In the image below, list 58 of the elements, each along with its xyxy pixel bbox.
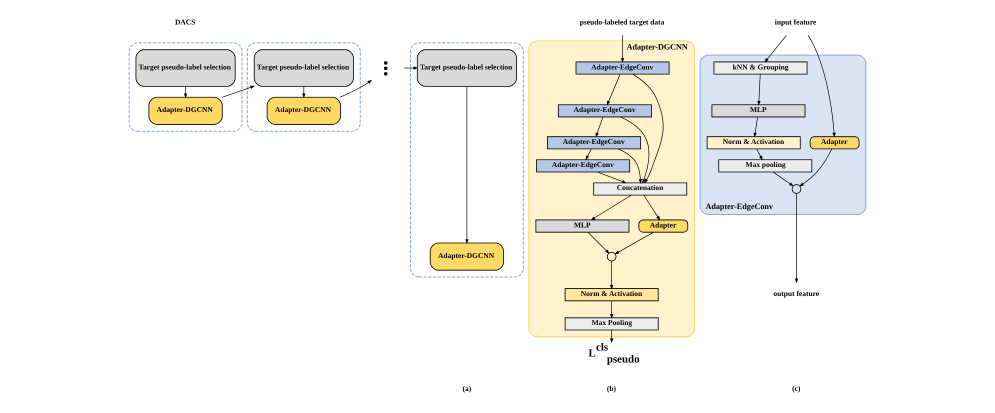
node-box: Concatenation <box>593 182 688 196</box>
arrow <box>643 194 660 221</box>
node-box: Adapter-DGCNN <box>266 96 341 125</box>
arrow <box>597 172 627 184</box>
label: DACS <box>175 17 196 26</box>
arrow <box>808 35 836 138</box>
node-box: Adapter-EdgeConv <box>536 159 630 172</box>
node-text: pseudo-labeled target data <box>580 17 664 26</box>
cluster <box>128 42 242 132</box>
arrow <box>590 194 632 220</box>
arrow <box>586 148 592 160</box>
node-box: MLP <box>712 104 806 118</box>
cluster <box>246 42 361 132</box>
node-box: MLP <box>536 220 630 233</box>
arrow <box>222 86 256 98</box>
node-circle <box>792 184 802 194</box>
node-box: Adapter-DGCNN <box>430 242 504 271</box>
node-text: input feature <box>774 17 816 26</box>
cluster <box>410 42 524 278</box>
node-box: Norm & Activation <box>564 288 659 302</box>
node-box: Max Pooling <box>564 317 659 330</box>
arrow <box>610 260 614 290</box>
arrow <box>799 148 832 187</box>
node-box: Target pseudo-label selection <box>416 49 517 87</box>
node-box: Adapter <box>810 136 860 150</box>
arrow <box>606 74 620 106</box>
arrow <box>632 74 664 184</box>
node-circle <box>606 252 616 262</box>
node-box: Adapter <box>638 220 688 233</box>
arrow <box>620 116 650 184</box>
arrow <box>757 74 761 106</box>
arrow <box>756 148 763 160</box>
label: (c) <box>792 384 800 394</box>
arrow <box>620 35 624 63</box>
node-box: Adapter-EdgeConv <box>558 104 652 118</box>
node-box: Adapter-DGCNN <box>148 96 223 125</box>
node-box: Target pseudo-label selection <box>254 49 354 87</box>
arrow <box>610 300 614 319</box>
arrow <box>794 193 798 284</box>
arrow <box>184 86 188 98</box>
node-box: Norm & Activation <box>706 136 801 150</box>
node-box: Adapter-EdgeConv <box>547 136 641 150</box>
node-box: Max pooling <box>718 159 812 172</box>
arrow <box>588 232 610 254</box>
node-box: Adapter-EdgeConv <box>576 62 670 75</box>
arrow <box>614 232 654 254</box>
node-box: Target pseudo-label selection <box>136 49 236 87</box>
arrow <box>404 66 418 70</box>
arrow <box>465 86 469 244</box>
arrow <box>772 172 794 186</box>
node-box: kNN & Grouping <box>714 62 808 75</box>
node-text: output feature <box>773 288 820 298</box>
label: (b) <box>606 384 616 394</box>
arrow <box>340 80 372 98</box>
arrow <box>596 116 604 138</box>
label: (a) <box>462 384 472 394</box>
arrow <box>764 35 787 63</box>
arrow <box>754 116 758 138</box>
